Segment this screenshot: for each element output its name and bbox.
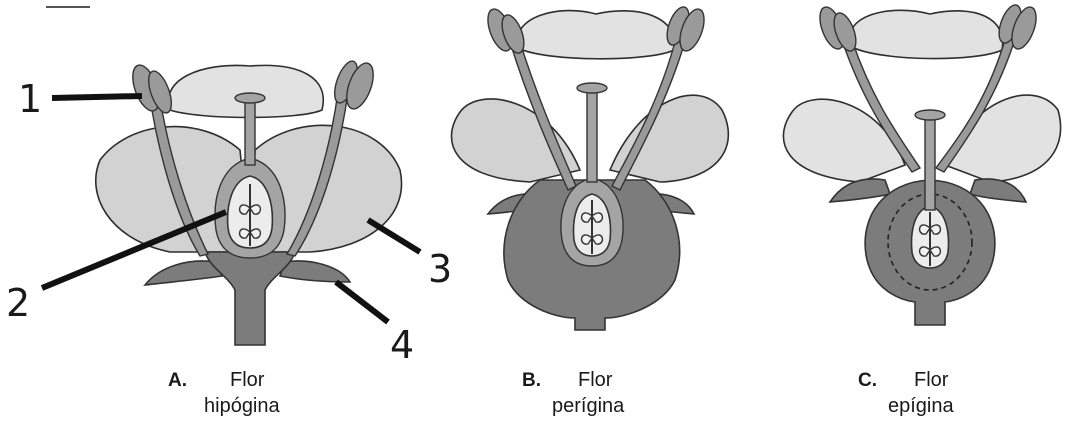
flower-c-style <box>925 118 935 210</box>
caption-c-line1: Flor <box>914 369 949 391</box>
flower-a-receptacle <box>205 252 295 345</box>
flower-c-stigma <box>915 110 945 120</box>
caption-a-line2: hipógina <box>204 395 281 417</box>
flower-b-back-petal <box>517 11 674 59</box>
flower-a-style <box>245 100 255 165</box>
caption-b: B. Flor perígina <box>522 369 625 417</box>
pointer-line-4 <box>336 282 388 322</box>
caption-c-letter: C. <box>858 370 877 391</box>
label-1: 1 <box>18 77 42 121</box>
flower-a-stigma <box>235 93 265 103</box>
caption-b-letter: B. <box>522 370 541 391</box>
label-4: 4 <box>390 323 414 367</box>
label-2: 2 <box>6 281 30 325</box>
flower-c-left-sepal <box>830 179 890 202</box>
caption-b-line2: perígina <box>552 395 625 417</box>
caption-b-line1: Flor <box>578 369 613 391</box>
caption-a-letter: A. <box>168 370 187 391</box>
caption-c-line2: epígina <box>888 395 954 417</box>
caption-a: A. Flor hipógina <box>168 369 281 417</box>
flower-a <box>96 58 402 345</box>
pointer-line-3 <box>368 220 420 252</box>
flower-c-right-sepal <box>970 179 1026 202</box>
pointer-line-1 <box>52 96 142 98</box>
flower-c-left-petal <box>783 99 905 182</box>
flower-a-right-sepal <box>280 261 350 282</box>
caption-a-line1: Flor <box>230 369 265 391</box>
flower-b-stigma <box>577 83 607 93</box>
flower-b-style <box>587 92 597 182</box>
flower-c <box>783 2 1060 325</box>
flower-c-back-petal <box>849 10 1003 58</box>
flower-b <box>451 4 728 330</box>
flower-a-left-sepal <box>145 261 222 285</box>
label-3: 3 <box>428 247 452 291</box>
caption-c: C. Flor epígina <box>858 369 954 417</box>
